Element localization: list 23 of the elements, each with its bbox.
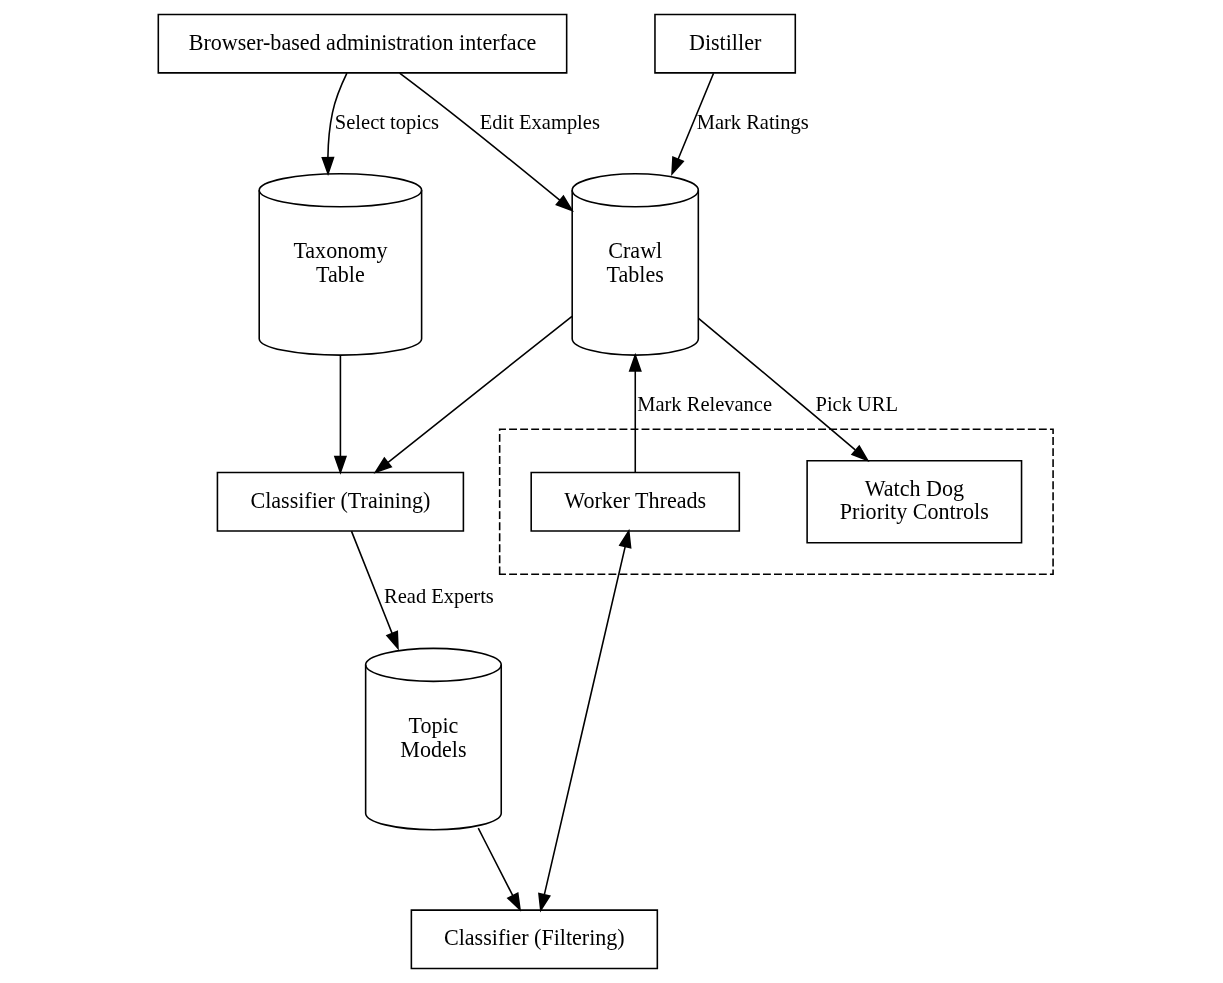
edge-label: Select topics bbox=[334, 110, 439, 133]
edge-label: Mark Ratings bbox=[696, 110, 809, 133]
arrow bbox=[670, 72, 714, 177]
arrow bbox=[697, 317, 869, 462]
arrow bbox=[373, 315, 573, 474]
arrow bbox=[477, 827, 521, 912]
edge-label: Read Experts bbox=[383, 585, 494, 608]
node-box: Worker Threads bbox=[529, 471, 740, 532]
arrow bbox=[537, 528, 631, 913]
arrow bbox=[320, 72, 348, 176]
node-box: Distiller bbox=[653, 13, 796, 74]
node-box: Classifier (Filtering) bbox=[410, 909, 658, 970]
edge-label: Pick URL bbox=[815, 392, 898, 415]
node-box: Browser-based administration interface bbox=[157, 13, 567, 74]
node-box: Watch Dog Priority Controls bbox=[805, 459, 1022, 544]
edge-label: Edit Examples bbox=[479, 110, 600, 133]
node-box: Classifier (Training) bbox=[216, 471, 464, 532]
arrow bbox=[350, 530, 399, 651]
cluster bbox=[498, 428, 1054, 576]
arrow bbox=[398, 72, 574, 212]
arrow bbox=[333, 354, 347, 475]
arrow bbox=[628, 352, 642, 474]
edge-label: Mark Relevance bbox=[636, 392, 772, 415]
